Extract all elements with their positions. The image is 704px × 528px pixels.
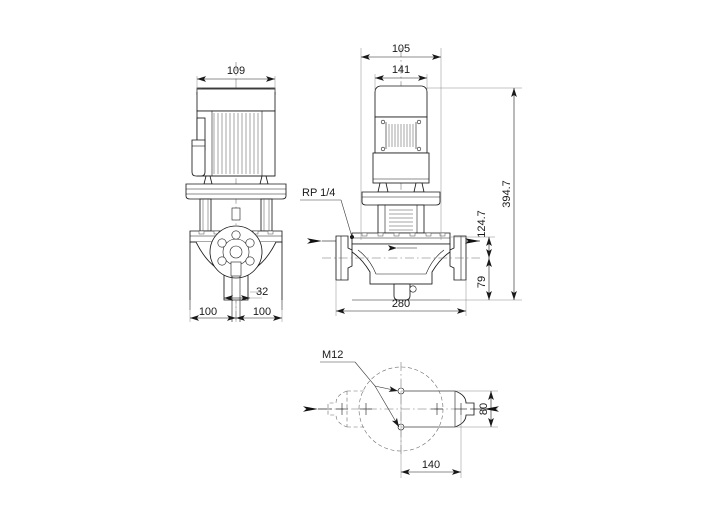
callout-priming-plug: RP 1/4 xyxy=(300,187,354,239)
front-elevation-view: RP 1/4 105 141 394.7 xyxy=(300,43,522,316)
callout-label-m12: M12 xyxy=(322,349,343,361)
drain-boss xyxy=(230,261,242,277)
casing-side-walls xyxy=(189,242,283,300)
plan-centre-marks xyxy=(336,403,467,415)
coupling-plate-front xyxy=(361,191,441,206)
motor-fins-front xyxy=(385,122,417,149)
motor-screw-tl xyxy=(380,119,386,125)
dimension-base-100-right: 100 xyxy=(235,300,283,322)
callout-label-rp14: RP 1/4 xyxy=(302,187,335,199)
motor-top-shell xyxy=(196,88,276,112)
motor-foot-front-right xyxy=(413,182,425,193)
dimension-value-79: 79 xyxy=(476,276,488,288)
motor-screw-br xyxy=(416,146,422,152)
shaft-seal-spring xyxy=(389,209,413,231)
shaft-coupling xyxy=(231,207,241,221)
dimension-value-140: 140 xyxy=(422,459,440,471)
dimension-value-394-7: 394.7 xyxy=(501,180,513,208)
dimension-value-141: 141 xyxy=(392,64,410,76)
motor-screw-tr xyxy=(416,119,422,125)
dimension-motor-width: 109 xyxy=(196,65,276,92)
drain-plug xyxy=(409,285,417,293)
motor-foot-front-left xyxy=(377,182,389,193)
dimension-overall-top-width: 105 xyxy=(360,43,442,240)
dimension-value-80: 80 xyxy=(478,403,490,415)
dimension-bolt-spacing-along: 140 xyxy=(400,391,462,478)
dimension-shaft-width: 32 xyxy=(223,286,268,301)
dimension-bolt-spacing-across: 80 xyxy=(401,390,498,428)
side-elevation-view: 109 32 100 100 xyxy=(185,62,287,322)
lantern-spacer-front xyxy=(377,204,425,234)
casing-inner-profile xyxy=(357,249,445,275)
pump-head-bolts xyxy=(198,230,274,235)
dimension-motor-body-width: 141 xyxy=(374,64,428,90)
motor-top-cap-front xyxy=(374,85,428,118)
dimension-value-280: 280 xyxy=(392,298,410,310)
dimension-face-to-face: 280 xyxy=(335,280,467,316)
dimension-value-124-7: 124.7 xyxy=(476,210,488,238)
dimension-value-109: 109 xyxy=(227,65,245,77)
callout-bolt-thread: M12 xyxy=(320,349,400,428)
lantern-column-right xyxy=(260,198,273,232)
plan-view: M12 80 140 xyxy=(303,349,499,478)
dimension-base-to-port: 79 xyxy=(476,257,492,301)
motor-lower-block xyxy=(372,152,430,184)
dimension-value-100-right: 100 xyxy=(253,306,271,318)
lantern-column-left xyxy=(199,198,212,232)
motor-screw-bl xyxy=(380,146,386,152)
dimension-value-32: 32 xyxy=(256,286,268,298)
terminal-box xyxy=(191,139,206,177)
dimension-overall-height: 394.7 xyxy=(427,87,522,301)
coupling-flange-plate xyxy=(185,183,287,200)
motor-cooling-fins xyxy=(213,113,259,174)
dimension-value-105: 105 xyxy=(392,43,410,55)
flange-bore-inner xyxy=(229,245,243,259)
dimension-port-centre-height: 124.7 xyxy=(450,210,495,259)
pump-head-bolts-front xyxy=(361,232,446,237)
plan-suction-flange xyxy=(327,390,348,428)
dimension-value-100-left: 100 xyxy=(199,306,217,318)
motor-body xyxy=(196,110,276,177)
